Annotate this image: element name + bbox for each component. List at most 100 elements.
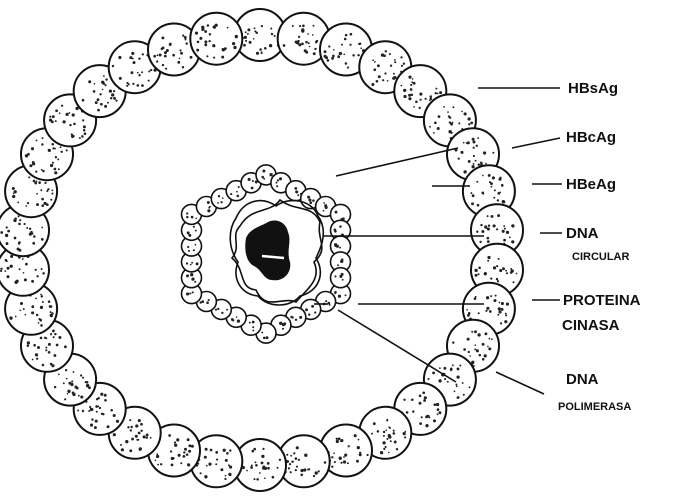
stipple-dot bbox=[487, 256, 490, 259]
stipple-dot bbox=[470, 122, 473, 125]
stipple-dot bbox=[4, 270, 6, 272]
stipple-dot bbox=[80, 374, 82, 376]
stipple-dot bbox=[292, 25, 294, 27]
stipple-dot bbox=[345, 62, 348, 65]
stipple-dot bbox=[498, 258, 500, 260]
stipple-dot bbox=[248, 178, 251, 181]
stipple-dot bbox=[136, 84, 139, 87]
stipple-dot bbox=[245, 31, 247, 33]
stipple-dot bbox=[128, 83, 130, 85]
stipple-dot bbox=[339, 247, 341, 249]
stipple-dot bbox=[506, 303, 509, 306]
stipple-dot bbox=[255, 461, 257, 463]
stipple-dot bbox=[42, 137, 44, 139]
stipple-dot bbox=[434, 122, 437, 125]
stipple-dot bbox=[419, 422, 422, 425]
stipple-dot bbox=[29, 232, 32, 235]
stipple-dot bbox=[243, 44, 246, 47]
stipple-dot bbox=[401, 65, 403, 67]
stipple-dot bbox=[174, 441, 176, 443]
stipple-dot bbox=[245, 40, 247, 42]
stipple-dot bbox=[498, 310, 501, 313]
stipple-dot bbox=[208, 462, 211, 465]
stipple-dot bbox=[293, 452, 295, 454]
stipple-dot bbox=[400, 56, 402, 58]
stipple-dot bbox=[410, 84, 412, 86]
stipple-dot bbox=[35, 170, 37, 172]
stipple-dot bbox=[347, 67, 349, 69]
stipple-dot bbox=[236, 316, 238, 318]
stipple-dot bbox=[32, 281, 34, 283]
stipple-dot bbox=[190, 264, 192, 266]
stipple-dot bbox=[206, 465, 208, 467]
stipple-dot bbox=[456, 385, 458, 387]
stipple-dot bbox=[323, 210, 325, 212]
stipple-dot bbox=[296, 466, 298, 468]
stipple-dot bbox=[380, 451, 383, 454]
stipple-dot bbox=[264, 467, 267, 470]
stipple-dot bbox=[24, 314, 26, 316]
stipple-dot bbox=[457, 396, 460, 399]
stipple-dot bbox=[490, 278, 492, 280]
stipple-dot bbox=[225, 475, 227, 477]
stipple-dot bbox=[132, 58, 134, 60]
stipple-dot bbox=[157, 54, 159, 56]
stipple-dot bbox=[156, 455, 159, 458]
stipple-dot bbox=[0, 270, 2, 272]
stipple-dot bbox=[327, 59, 330, 62]
stipple-dot bbox=[48, 351, 51, 354]
stipple-dot bbox=[13, 193, 15, 195]
stipple-dot bbox=[359, 452, 361, 454]
stipple-dot bbox=[255, 464, 258, 467]
stipple-dot bbox=[17, 247, 20, 250]
stipple-dot bbox=[73, 371, 75, 373]
stipple-dot bbox=[107, 102, 109, 104]
stipple-dot bbox=[279, 459, 281, 461]
stipple-dot bbox=[438, 115, 441, 118]
component-labels: HBsAg HBcAg HBeAg DNA CIRCULAR PROTEINA … bbox=[558, 80, 641, 413]
stipple-dot bbox=[489, 338, 491, 340]
stipple-dot bbox=[58, 374, 60, 376]
stipple-dot bbox=[439, 91, 442, 94]
stipple-dot bbox=[473, 141, 476, 144]
stipple-dot bbox=[40, 189, 42, 191]
stipple-dot bbox=[54, 148, 56, 150]
stipple-dot bbox=[429, 126, 431, 128]
stipple-dot bbox=[228, 464, 230, 466]
stipple-dot bbox=[41, 198, 44, 201]
stipple-dot bbox=[138, 57, 140, 59]
stipple-dot bbox=[233, 46, 236, 49]
stipple-dot bbox=[190, 56, 193, 59]
stipple-dot bbox=[261, 25, 263, 27]
stipple-dot bbox=[135, 424, 138, 427]
stipple-dot bbox=[84, 132, 87, 135]
stipple-dot bbox=[69, 124, 71, 126]
stipple-dot bbox=[176, 438, 179, 441]
stipple-dot bbox=[373, 422, 376, 425]
stipple-dot bbox=[83, 125, 86, 128]
stipple-dot bbox=[412, 410, 414, 412]
stipple-dot bbox=[295, 469, 297, 471]
stipple-dot bbox=[339, 52, 342, 55]
stipple-dot bbox=[192, 291, 194, 293]
stipple-dot bbox=[103, 82, 106, 85]
stipple-dot bbox=[138, 432, 141, 435]
stipple-dot bbox=[302, 25, 305, 28]
stipple-dot bbox=[331, 456, 333, 458]
stipple-dot bbox=[199, 37, 202, 40]
dna-dark-mass bbox=[245, 220, 290, 280]
stipple-dot bbox=[487, 215, 489, 217]
stipple-dot bbox=[388, 436, 391, 439]
stipple-dot bbox=[488, 174, 491, 177]
stipple-dot bbox=[288, 467, 290, 469]
stipple-dot bbox=[390, 440, 392, 442]
stipple-dot bbox=[342, 279, 344, 281]
stipple-dot bbox=[227, 27, 229, 29]
stipple-dot bbox=[261, 461, 264, 464]
stipple-dot bbox=[36, 358, 38, 360]
stipple-dot bbox=[49, 119, 52, 122]
stipple-dot bbox=[126, 85, 128, 87]
stipple-dot bbox=[190, 292, 192, 294]
stipple-dot bbox=[333, 452, 335, 454]
stipple-dot bbox=[188, 234, 191, 237]
